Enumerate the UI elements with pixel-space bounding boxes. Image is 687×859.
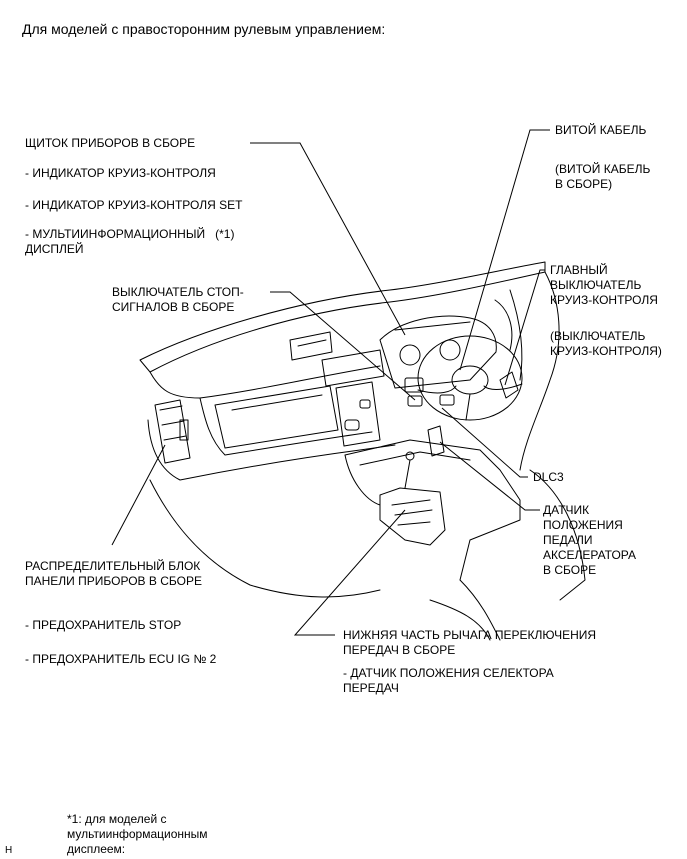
center-stack	[335, 381, 381, 447]
dashboard-top-outline	[139, 261, 546, 373]
page-title: Для моделей с правосторонним рулевым упр…	[22, 21, 386, 37]
label-accel-2: ПОЛОЖЕНИЯ	[543, 518, 623, 532]
footnote-line-3: дисплеем:	[67, 842, 126, 856]
footnote-line-1: *1: для моделей с	[67, 812, 167, 826]
label-accel-4: АКСЕЛЕРАТОРА	[543, 548, 637, 562]
label-cluster-sub2: - ИНДИКАТОР КРУИЗ-КОНТРОЛЯ SET	[25, 198, 243, 212]
dashboard-body	[147, 419, 396, 481]
label-spiral-alt-2: В СБОРЕ)	[555, 177, 613, 191]
footnote-line-2: мультиинформационным	[67, 827, 208, 841]
label-junction-2: ПАНЕЛИ ПРИБОРОВ В СБОРЕ	[25, 574, 202, 588]
leader-spiral	[459, 129, 550, 371]
junction-block-box	[154, 399, 191, 464]
label-stop-switch-2: СИГНАЛОВ В СБОРЕ	[112, 300, 235, 314]
leader-stop-switch	[270, 291, 416, 401]
label-main-switch-2: ВЫКЛЮЧАТЕЛЬ	[550, 278, 642, 292]
label-cluster-sub3-a: - МУЛЬТИИНФОРМАЦИОННЫЙ	[25, 227, 206, 241]
dashboard-upper-ledge	[149, 365, 381, 399]
label-fuse-ecu: - ПРЕДОХРАНИТЕЛЬ ECU IG № 2	[25, 652, 217, 666]
label-cluster-sub3-b: ДИСПЛЕЙ	[25, 242, 84, 256]
label-dlc3: DLC3	[533, 470, 564, 484]
label-cluster-sub3: - МУЛЬТИИНФОРМАЦИОННЫЙ (*1)	[25, 227, 234, 242]
cluster-hood	[379, 315, 497, 389]
leader-dlc	[441, 407, 528, 478]
label-stop-switch-1: ВЫКЛЮЧАТЕЛЬ СТОП-	[112, 285, 244, 299]
glovebox	[214, 385, 339, 449]
dashboard-face	[199, 397, 373, 456]
label-cluster-sub1: - ИНДИКАТОР КРУИЗ-КОНТРОЛЯ	[25, 166, 216, 180]
corner-mark: H	[5, 845, 13, 856]
label-main-switch-alt-1: (ВЫКЛЮЧАТЕЛЬ	[550, 329, 646, 343]
label-shift-2: ПЕРЕДАЧ В СБОРЕ	[343, 643, 456, 657]
footnote-ref: (*1)	[215, 227, 235, 241]
label-accel-3: ПЕДАЛИ	[543, 533, 593, 547]
shift-lever-assembly	[379, 487, 446, 546]
label-spiral-alt-1: (ВИТОЙ КАБЕЛЬ	[555, 162, 651, 176]
accelerator-pedal	[427, 425, 445, 457]
leader-main-switch	[504, 269, 545, 386]
leader-accel	[439, 441, 540, 511]
label-main-switch-3: КРУИЗ-КОНТРОЛЯ	[550, 293, 658, 307]
label-accel-5: В СБОРЕ	[543, 563, 597, 577]
leader-cluster	[250, 142, 406, 336]
label-fuse-stop: - ПРЕДОХРАНИТЕЛЬ STOP	[25, 618, 182, 632]
center-console	[344, 439, 521, 581]
label-accel-1: ДАТЧИК	[543, 503, 590, 517]
label-main-switch-alt-2: КРУИЗ-КОНТРОЛЯ)	[550, 344, 662, 358]
label-junction-1: РАСПРЕДЕЛИТЕЛЬНЫЙ БЛОК	[25, 559, 201, 573]
leader-shift	[293, 509, 406, 636]
label-spiral: ВИТОЙ КАБЕЛЬ	[555, 123, 647, 137]
label-shift-sub-2: ПЕРЕДАЧ	[343, 681, 399, 695]
leader-junction	[111, 444, 166, 546]
label-shift-1: НИЖНЯЯ ЧАСТЬ РЫЧАГА ПЕРЕКЛЮЧЕНИЯ	[343, 628, 597, 642]
label-main-switch-1: ГЛАВНЫЙ	[550, 263, 608, 277]
label-cluster: ЩИТОК ПРИБОРОВ В СБОРЕ	[25, 136, 196, 150]
label-shift-sub-1: - ДАТЧИК ПОЛОЖЕНИЯ СЕЛЕКТОРА	[343, 666, 554, 680]
